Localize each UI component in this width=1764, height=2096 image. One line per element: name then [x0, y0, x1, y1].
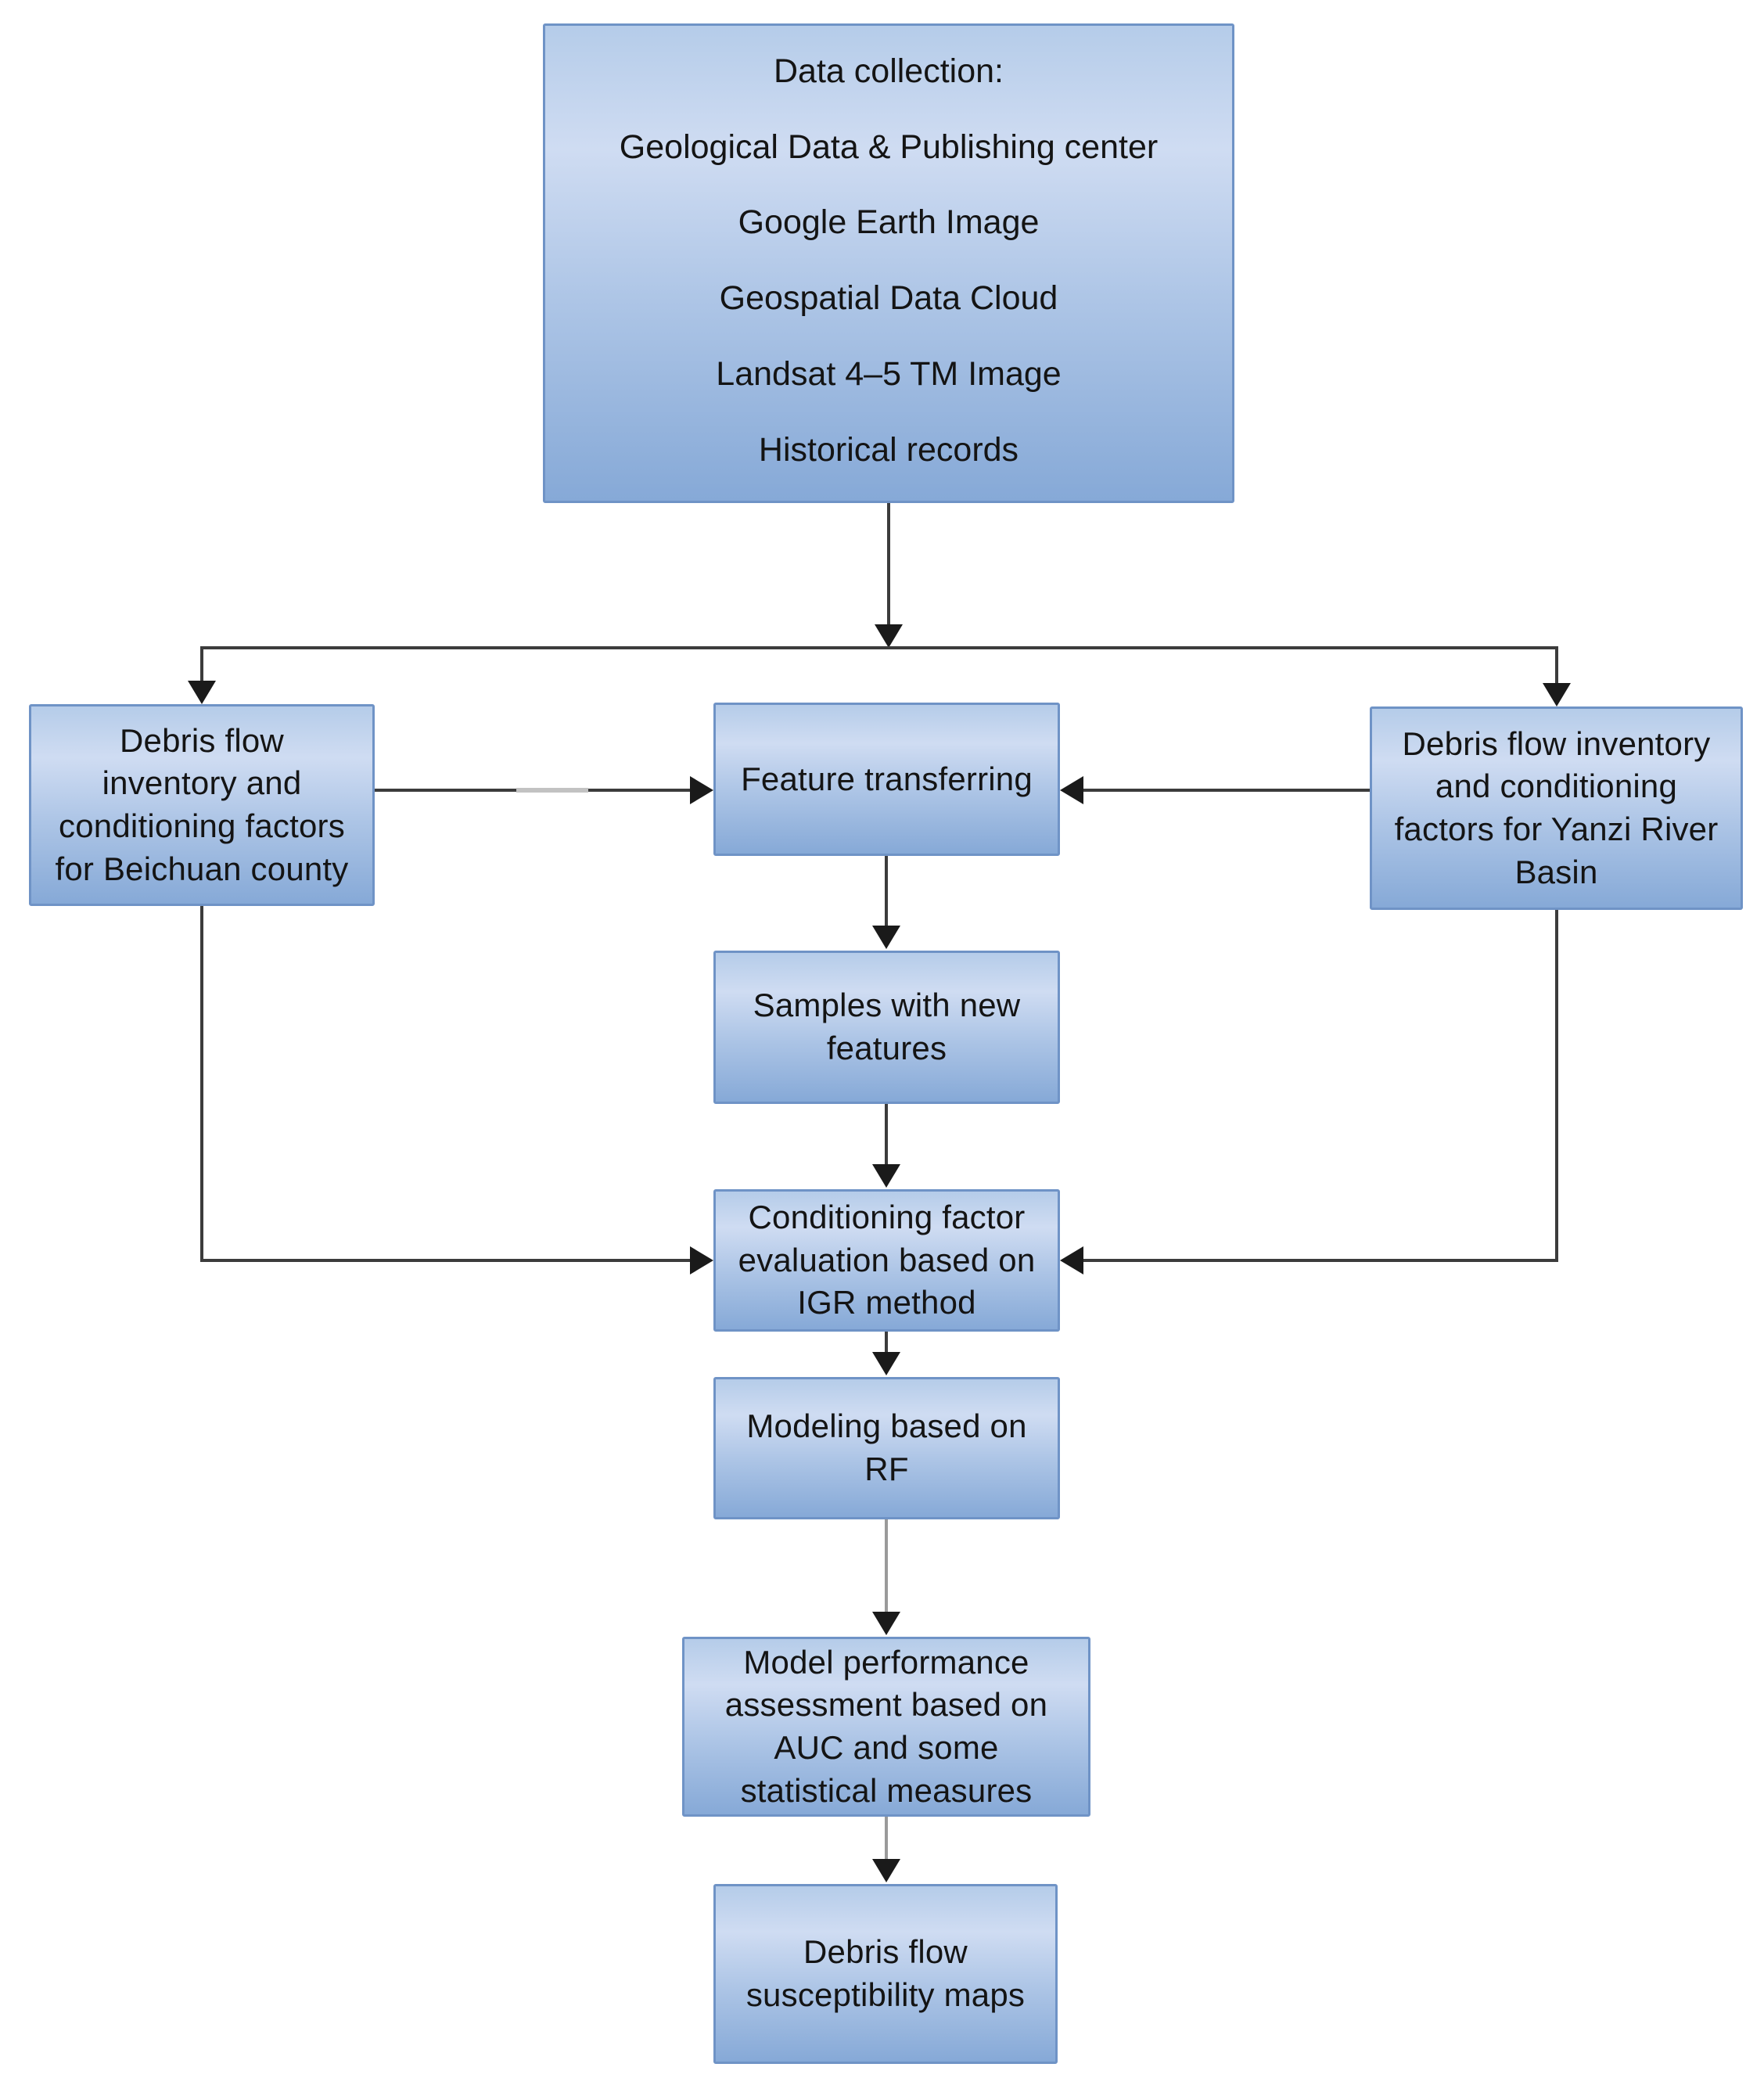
data-collection-item: Geospatial Data Cloud: [719, 279, 1058, 318]
node-label: Debris flow susceptibility maps: [745, 1933, 1026, 2013]
node-label: Samples with new features: [753, 987, 1021, 1066]
arrowhead-down-maps: [872, 1859, 900, 1882]
arrowhead-down-rf: [872, 1352, 900, 1375]
arrowhead-left-feature: [1060, 776, 1083, 804]
connector-igr-to-rf: [885, 1332, 888, 1354]
arrowhead-down-beichuan: [188, 681, 216, 704]
node-susceptibility-maps: Debris flow susceptibility maps: [713, 1884, 1058, 2064]
connector-branch-line: [200, 646, 1558, 649]
node-label: Debris flow inventory and conditioning f…: [55, 721, 349, 887]
connector-samples-to-igr: [885, 1104, 888, 1167]
arrowhead-down-samples: [872, 926, 900, 949]
node-rf-modeling: Modeling based on RF: [713, 1377, 1060, 1519]
connector-yanzi-down: [1555, 910, 1558, 1260]
connector-beichuan-down: [200, 906, 203, 1260]
connector-yanzi-to-feature: [1082, 789, 1370, 792]
data-collection-item: Geological Data & Publishing center: [619, 128, 1159, 166]
node-yanzi-inventory: Debris flow inventory and conditioning f…: [1370, 706, 1743, 910]
arrowhead-right-feature: [690, 776, 713, 804]
node-label: Model performance assessment based on AU…: [724, 1643, 1048, 1809]
node-label: Feature transferring: [741, 760, 1033, 797]
node-samples-new-features: Samples with new features: [713, 951, 1060, 1104]
node-label: Conditioning factor evaluation based on …: [738, 1199, 1036, 1321]
node-label: Debris flow inventory and conditioning f…: [1394, 724, 1719, 890]
data-collection-title: Data collection:: [774, 52, 1004, 90]
data-collection-item: Landsat 4–5 TM Image: [716, 354, 1062, 393]
data-collection-item: Google Earth Image: [738, 203, 1040, 242]
arrowhead-down-yanzi: [1543, 683, 1571, 706]
connector-faded-segment: [516, 788, 588, 793]
node-feature-transferring: Feature transferring: [713, 703, 1060, 856]
node-igr-evaluation: Conditioning factor evaluation based on …: [713, 1189, 1060, 1332]
connector-feature-to-samples: [885, 856, 888, 928]
node-label: Modeling based on RF: [746, 1408, 1027, 1487]
connector-yanzi-to-igr: [1082, 1259, 1558, 1262]
connector-beichuan-to-igr: [200, 1259, 692, 1262]
node-data-collection: Data collection: Geological Data & Publi…: [543, 23, 1234, 503]
connector-assessment-to-maps: [885, 1817, 888, 1861]
node-performance-assessment: Model performance assessment based on AU…: [682, 1637, 1090, 1817]
connector-data-to-branch: [887, 503, 890, 628]
arrowhead-down-igr: [872, 1164, 900, 1188]
data-collection-item: Historical records: [758, 430, 1019, 469]
connector-rf-to-assessment: [885, 1519, 888, 1615]
arrowhead-right-igr: [690, 1246, 713, 1274]
arrowhead-down-assessment: [872, 1612, 900, 1635]
node-beichuan-inventory: Debris flow inventory and conditioning f…: [29, 704, 375, 906]
connector-branch-to-beichuan: [200, 649, 203, 684]
connector-branch-to-yanzi: [1555, 649, 1558, 684]
arrowhead-down-branch: [875, 624, 903, 648]
arrowhead-left-igr: [1060, 1246, 1083, 1274]
